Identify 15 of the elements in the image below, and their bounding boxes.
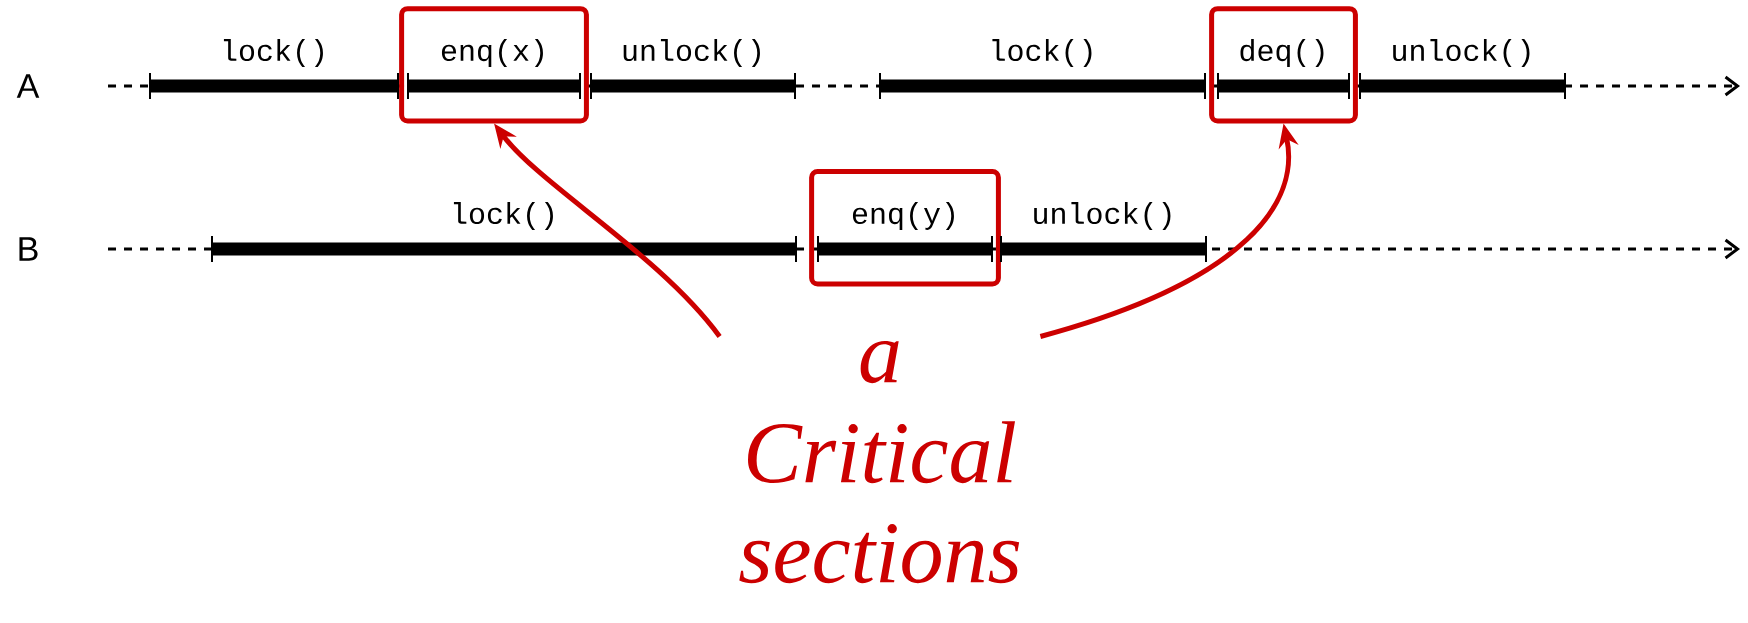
- bar-label: lock(): [223, 39, 323, 67]
- highlight-box: [1209, 6, 1358, 124]
- bar-label: deq(): [1240, 39, 1324, 67]
- thread-label: A: [16, 74, 40, 98]
- bar-label: enq(x): [441, 39, 543, 67]
- bar-label: unlock(): [1393, 39, 1530, 67]
- bar-label: unlock(): [623, 39, 760, 67]
- highlight-box: [809, 169, 1001, 287]
- handwritten-note: a Critical sections: [739, 340, 1020, 584]
- thread-label: B: [19, 237, 38, 261]
- highlight-box: [399, 6, 589, 124]
- bar-label: lock(): [453, 202, 553, 230]
- bar-label: enq(y): [852, 202, 954, 230]
- bar-label: unlock(): [1034, 202, 1171, 230]
- bar-label: lock(): [992, 39, 1092, 67]
